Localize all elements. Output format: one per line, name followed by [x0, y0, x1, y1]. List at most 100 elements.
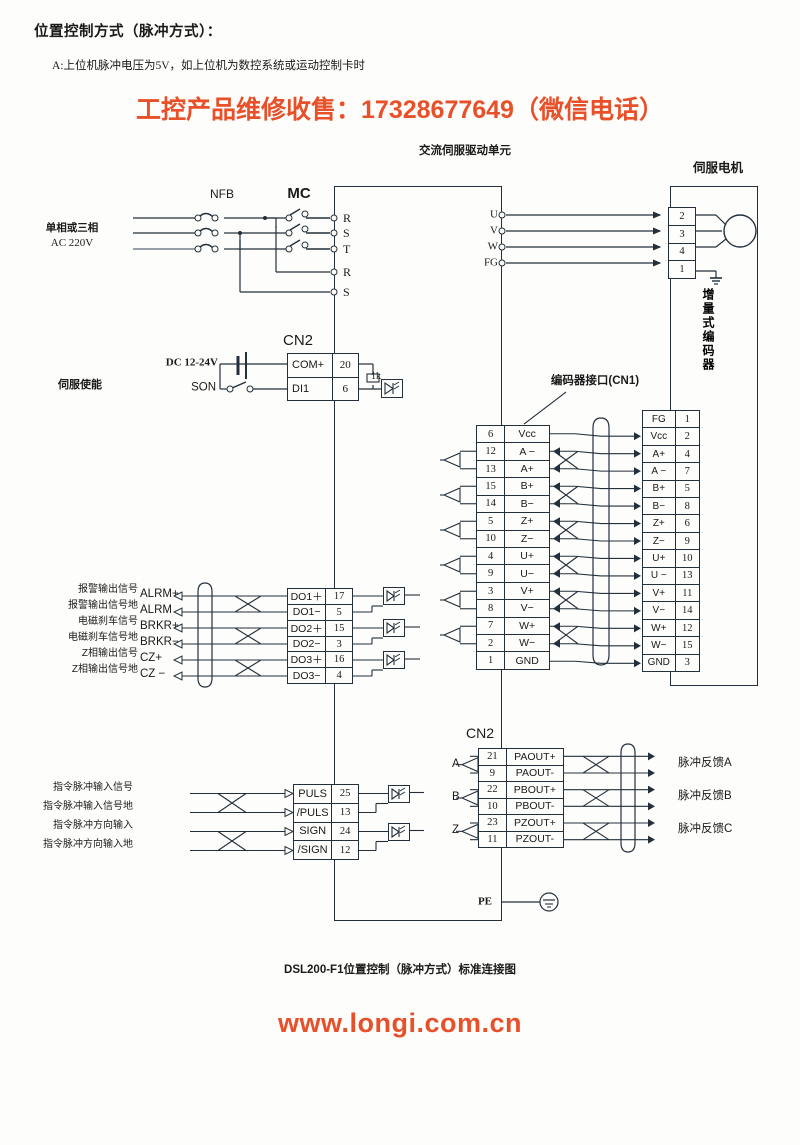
pe-label: PE: [477, 895, 492, 908]
feedback-pin: 9: [479, 765, 507, 781]
promo-banner: 工控产品维修收售：17328677649（微信电话）: [136, 96, 664, 124]
cn2-signal: COM+: [288, 354, 333, 377]
son-switch-contact-icon: [246, 385, 254, 393]
feedback-signal: PZOUT+: [514, 816, 556, 829]
feedback-output-label: 脉冲反馈B: [678, 790, 732, 802]
table-row: COM+ 20: [288, 354, 358, 378]
feedback-group-label: A: [452, 757, 460, 770]
do-pin: 16: [333, 654, 345, 666]
pulse-signal: PULS: [294, 785, 333, 803]
do-signal: DO2−: [288, 636, 327, 652]
table-row: 7 W+: [477, 617, 549, 636]
encoder-interface-label: 编码器接口(CN1): [550, 375, 640, 387]
terminal-FG: [498, 259, 506, 267]
encoder-pin: 11: [682, 587, 693, 599]
terminal-W: [498, 243, 506, 251]
do-description: 报警输出信号: [78, 584, 138, 595]
cn2-pin: 6: [342, 382, 349, 395]
mc-contact-icon: [301, 241, 309, 249]
feedback-signal: PAOUT-: [515, 767, 555, 780]
terminal-T: [330, 245, 338, 253]
cn1-signal: W+: [519, 619, 536, 632]
encoder-pin: 12: [682, 622, 693, 634]
optocoupler-glyph: [391, 825, 406, 838]
encoder-pin: 9: [684, 535, 690, 547]
encoder-signal: B+: [643, 480, 676, 498]
pulse-signal: SIGN: [294, 822, 333, 841]
cn1-pin: 13: [477, 460, 506, 478]
cn1-signal: V+: [520, 585, 534, 597]
cn1-pin: 8: [477, 600, 506, 617]
table-row: A+4: [643, 445, 699, 464]
motor-pin: 2: [679, 210, 685, 222]
encoder-signal: FG: [643, 411, 676, 428]
do-pin: 5: [336, 606, 342, 618]
encoder-pin: 7: [684, 465, 690, 477]
pulse-signal: /SIGN: [294, 841, 333, 859]
do-pin: 4: [336, 670, 342, 682]
pulse-pin: 25: [339, 788, 351, 800]
encoder-vertical-label: 增量式编码器: [701, 288, 715, 372]
do-signal-name: ALRM: [140, 604, 172, 616]
table-row: DO3＋ 16: [288, 652, 352, 669]
encoder-signal: U+: [643, 550, 676, 567]
optocoupler-glyph: [384, 381, 400, 396]
encoder-signal: Z−: [643, 532, 676, 550]
cn1-pin: 10: [477, 530, 506, 547]
terminal-label-R-control: R: [343, 265, 352, 279]
table-row: U+10: [643, 550, 699, 568]
do-signal: DO3＋: [288, 652, 327, 668]
cn1-pin: 7: [477, 617, 506, 635]
do-signal: DO1＋: [288, 589, 327, 604]
optocoupler-glyph: [386, 589, 401, 603]
table-row: DO2−3: [288, 636, 352, 653]
feedback-pin: 10: [479, 798, 507, 814]
cn1-pin: 12: [477, 443, 506, 460]
optocoupler-glyph: [386, 653, 401, 667]
optocoupler-glyph: [391, 787, 406, 800]
cn1-signal: A −: [519, 445, 535, 458]
page-subtitle: A:上位机脉冲电压为5V，如上位机为数控系统或运动控制卡时: [52, 60, 366, 72]
feedback-pin: 21: [479, 749, 507, 765]
encoder-signal: W+: [643, 619, 676, 637]
nfb-label: NFB: [210, 187, 234, 201]
do-signal-name: CZ −: [140, 668, 166, 680]
junction-dot: [238, 231, 242, 235]
figure-caption: DSL200-F1位置控制（脉冲方式）标准连接图: [284, 964, 516, 976]
do-description: Z相输出信号: [81, 648, 138, 659]
terminal-U: [498, 211, 506, 219]
table-row: DI1 6: [288, 377, 358, 400]
table-row: PULS 25: [294, 785, 358, 804]
resistor-value-label: 1k: [371, 371, 381, 382]
do-signal-name: CZ+: [140, 652, 163, 664]
table-row: W+ 12: [643, 619, 699, 638]
encoder-pin: 14: [682, 605, 693, 617]
encoder-pin: 6: [684, 518, 690, 530]
cn1-signal: U−: [520, 567, 535, 580]
cn1-signal: V−: [520, 602, 534, 615]
mc-contact-icon: [301, 225, 309, 233]
feedback-pin: 11: [479, 831, 507, 847]
cn1-pin: 4: [477, 547, 506, 565]
